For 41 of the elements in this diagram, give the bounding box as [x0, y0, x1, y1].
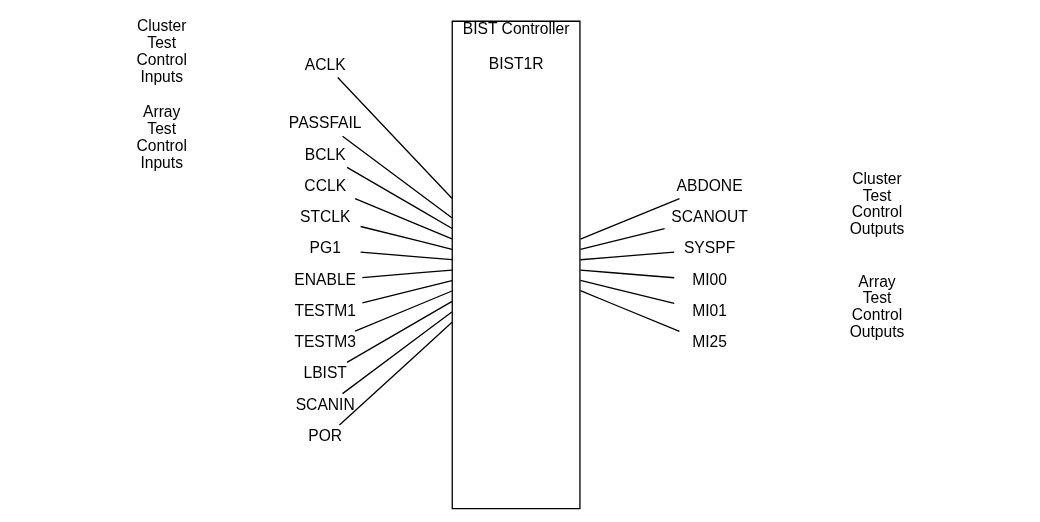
connector [579, 228, 666, 251]
node-text: STCLK [300, 208, 351, 226]
node-box: BIST Controller BIST1R [451, 20, 581, 510]
node-text: SYSPF [683, 239, 736, 257]
node-text: ENABLE [294, 270, 357, 288]
node-text: BCLK [304, 145, 346, 163]
node-text: SCANIN [295, 395, 355, 413]
node-text: CCLK [304, 176, 347, 194]
connector [341, 135, 453, 219]
node-text: TESTM1 [294, 301, 357, 319]
node-text: PG1 [309, 239, 341, 257]
node-text: POR [308, 426, 343, 444]
connector [346, 166, 453, 230]
connector [359, 225, 453, 250]
connector [361, 279, 453, 304]
label: Array Test Control Inputs [136, 103, 187, 171]
connector [354, 197, 453, 240]
connector [354, 290, 453, 332]
node-text: SCANOUT [671, 208, 748, 226]
connector [341, 311, 453, 395]
node-text: ACLK [304, 55, 346, 73]
connector [579, 197, 681, 240]
connector [338, 321, 453, 426]
node-text: LBIST [303, 364, 347, 382]
label: Array Test Control Outputs [849, 272, 905, 341]
node-text: TESTM3 [294, 333, 357, 351]
connector [337, 76, 453, 199]
node-text: MI01 [692, 301, 727, 319]
node-text: MI00 [692, 270, 727, 288]
node-text: ABDONE [676, 176, 743, 194]
connector [359, 251, 453, 261]
connector [346, 300, 453, 364]
node-text: MI25 [692, 333, 727, 351]
connector [579, 279, 675, 305]
connector [579, 290, 681, 332]
connector [361, 269, 453, 279]
label: Cluster Test Control Inputs [136, 17, 187, 85]
connector [579, 269, 675, 279]
label: Cluster Test Control Outputs [849, 169, 905, 238]
connector [579, 251, 675, 261]
node-text: PASSFAIL [288, 114, 362, 132]
